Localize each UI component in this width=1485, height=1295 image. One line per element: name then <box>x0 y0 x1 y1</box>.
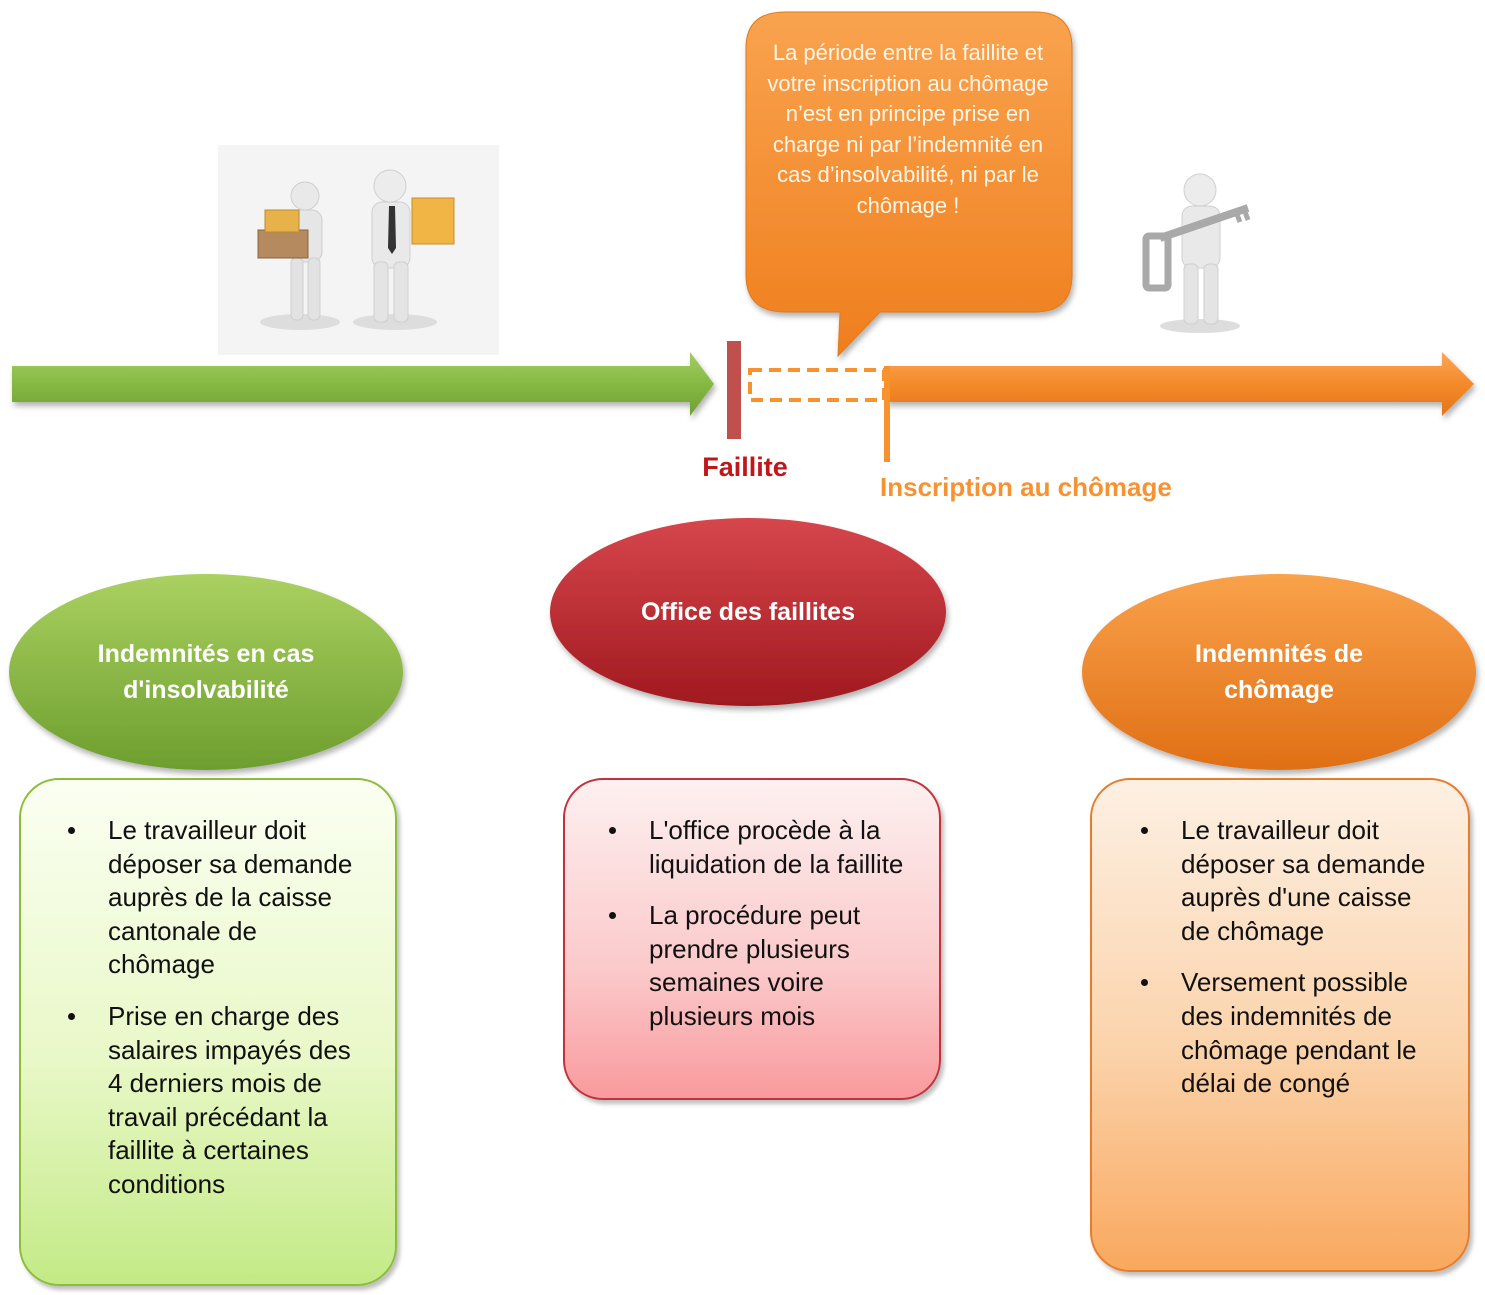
oval-unemployment <box>1082 574 1476 770</box>
list-item: La procédure peut prendre plusieurs sema… <box>609 899 909 1033</box>
list-item: Prise en charge des salaires impayés des… <box>68 1000 368 1202</box>
bullet-list: Le travailleur doit déposer sa demande a… <box>1141 814 1441 1119</box>
callout-text: La période entre la faillite et votre in… <box>767 40 1049 218</box>
card-unemployment: Le travailleur doit déposer sa demande a… <box>1090 778 1470 1272</box>
oval-title-bankruptcy-office: Office des faillites <box>641 598 855 626</box>
callout-bubble <box>745 11 1073 358</box>
faillite-label: Faillite <box>702 452 788 482</box>
orange-timeline-arrow <box>886 352 1474 416</box>
list-item: Le travailleur doit déposer sa demande a… <box>68 814 368 982</box>
person-with-key-illustration <box>1142 173 1251 333</box>
oval-title-insolvency: Indemnités en cas d'insolvabilité <box>97 640 315 704</box>
list-item: Le travailleur doit déposer sa demande a… <box>1141 814 1441 948</box>
business-people-illustration <box>218 145 499 355</box>
oval-insolvency <box>9 574 403 770</box>
bullet-list: Le travailleur doit déposer sa demande a… <box>68 814 368 1220</box>
faillite-marker <box>727 341 741 439</box>
card-bankruptcy-office: L'office procède à la liquidation de la … <box>563 778 941 1100</box>
inscription-label: Inscription au chômage <box>880 472 1172 502</box>
inscription-marker <box>884 366 890 462</box>
card-insolvency: Le travailleur doit déposer sa demande a… <box>19 778 397 1286</box>
oval-bankruptcy-office <box>550 518 946 706</box>
list-item: Versement possible des indemnités de chô… <box>1141 966 1441 1100</box>
list-item: L'office procède à la liquidation de la … <box>609 814 909 881</box>
oval-title-unemployment: Indemnités de chômage <box>1194 640 1364 704</box>
uncovered-period-segment <box>748 368 886 402</box>
green-timeline-arrow <box>12 352 714 416</box>
bullet-list: L'office procède à la liquidation de la … <box>609 814 909 1052</box>
